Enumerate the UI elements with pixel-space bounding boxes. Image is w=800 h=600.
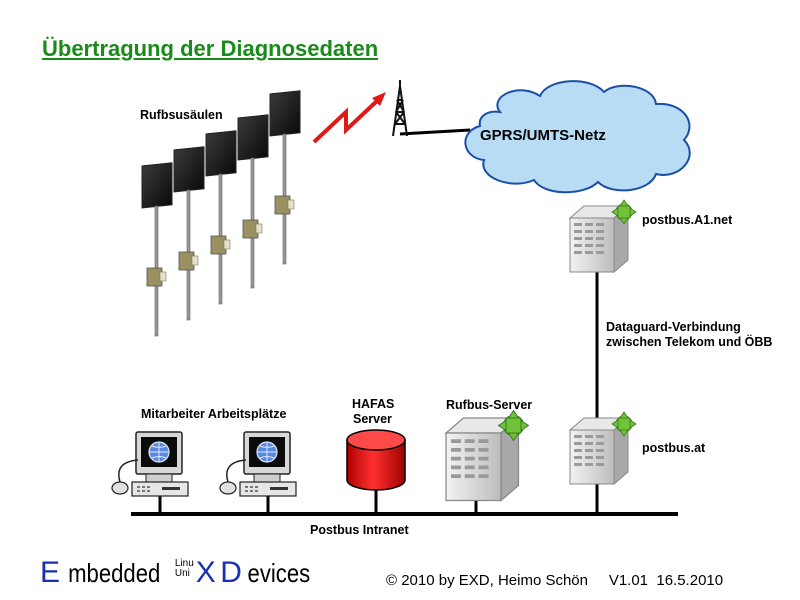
label-rufbus-saeulen: Rufbsusäulen — [140, 108, 223, 122]
server-a1-icon — [569, 199, 637, 273]
label-hafas-2: Server — [353, 412, 392, 426]
label-server-postbus-at: postbus.at — [642, 441, 706, 455]
workstation-icon — [111, 431, 189, 497]
rufbus-server-icon — [445, 409, 530, 502]
label-workstations: Mitarbeiter Arbeitsplätze — [141, 407, 287, 421]
hafas-database-icon — [346, 429, 406, 491]
label-server-a1: postbus.A1.net — [642, 213, 733, 227]
page-title: Übertragung der Diagnosedaten — [42, 36, 379, 61]
label-dataguard-2: zwischen Telekom und ÖBB — [606, 335, 773, 349]
radio-tower-icon — [392, 80, 408, 137]
label-intranet: Postbus Intranet — [310, 523, 409, 537]
server-postbus-at-icon — [569, 411, 637, 485]
label-hafas-1: HAFAS — [352, 397, 395, 411]
label-rufbus-server: Rufbus-Server — [446, 398, 533, 412]
footer-copyright: © 2010 by EXD, Heimo Schön V1.01 16.5.20… — [386, 572, 724, 589]
lightning-icon — [312, 98, 380, 144]
workstation-icon — [219, 431, 297, 497]
label-cloud: GPRS/UMTS-Netz — [480, 127, 606, 144]
cloud-icon — [464, 80, 691, 194]
label-dataguard-1: Dataguard-Verbindung — [606, 320, 741, 334]
emergency-pole-icon — [141, 90, 301, 337]
